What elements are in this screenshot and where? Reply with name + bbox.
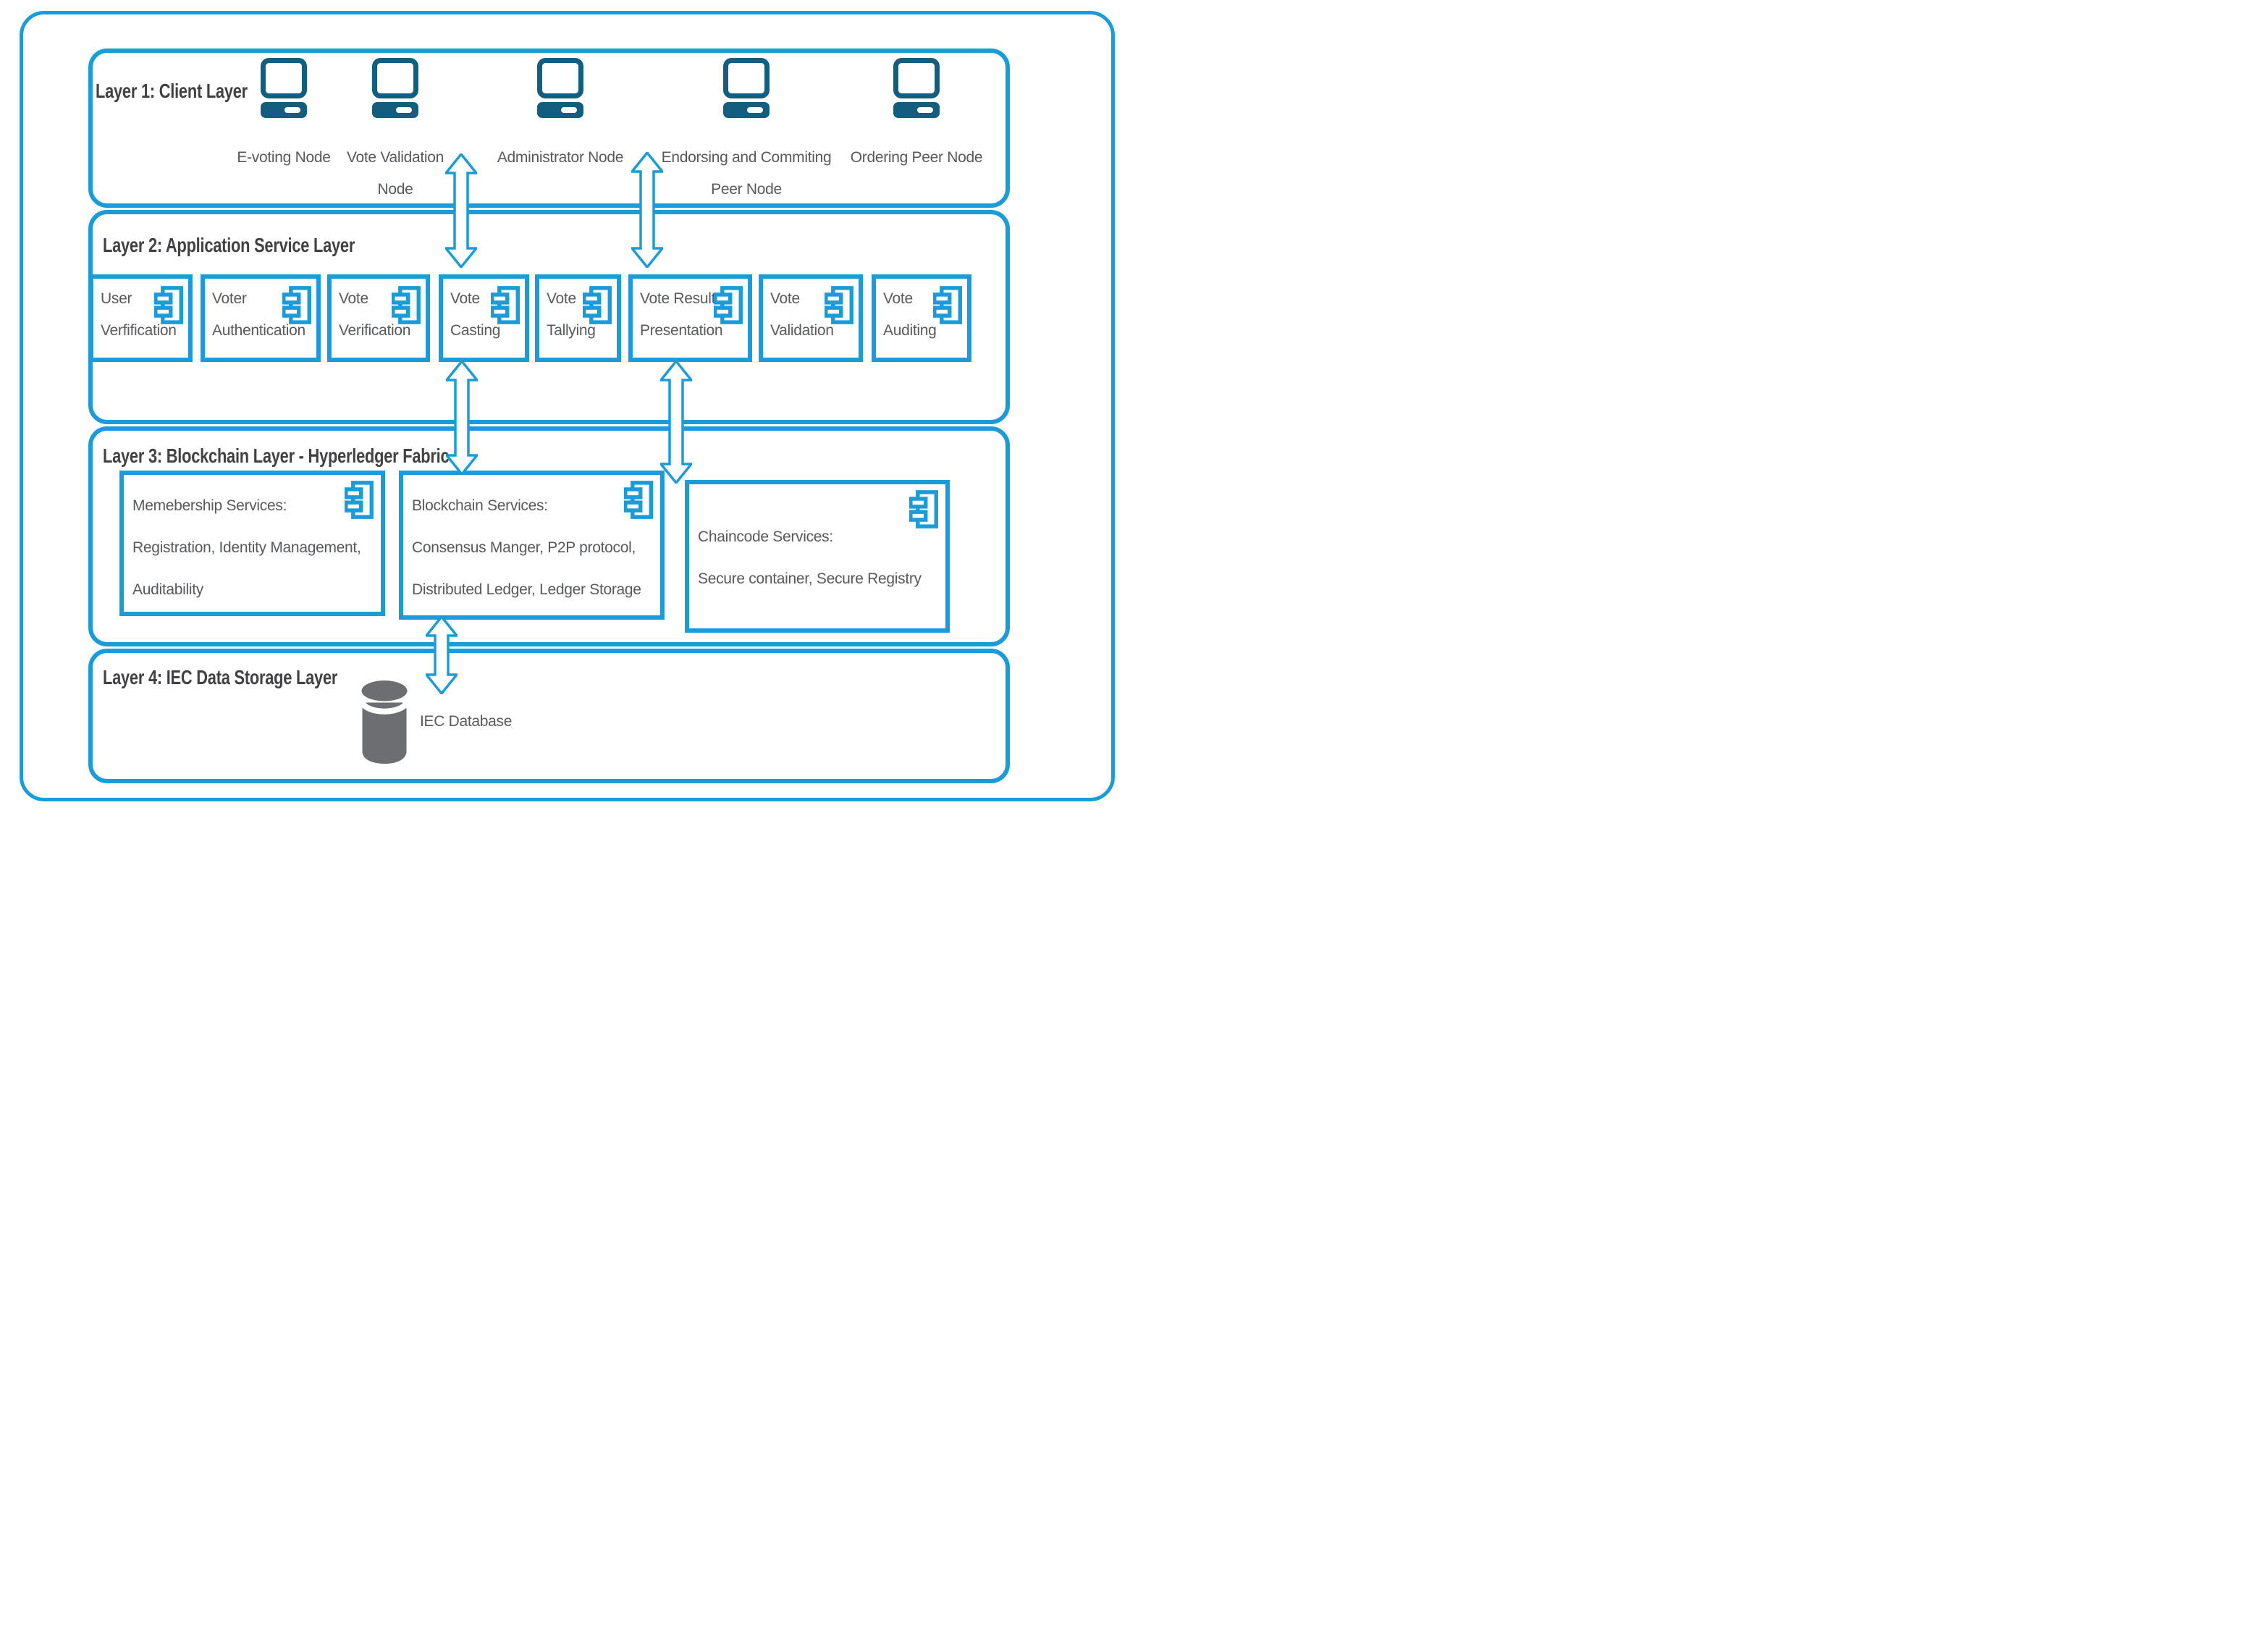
- double-arrow-layer1-layer2-left: [445, 153, 477, 268]
- uml-component-icon: [345, 481, 374, 519]
- chaincode-services-box: Chaincode Services: Secure container, Se…: [685, 480, 950, 633]
- layer-3-title: Layer 3: Blockchain Layer - Hyperledger …: [103, 444, 450, 467]
- double-arrow-layer2-layer3-right: [660, 361, 692, 484]
- uml-component-icon: [282, 286, 311, 324]
- layer-1-title: Layer 1: Client Layer: [96, 80, 248, 102]
- membership-services-box: Memebership Services: Registration, Iden…: [119, 471, 385, 616]
- uml-component-icon: [392, 286, 421, 324]
- chaincode-services-label: Chaincode Services: Secure container, Se…: [698, 528, 922, 587]
- desktop-computer-icon: [371, 58, 419, 120]
- layer-4-title: Layer 4: IEC Data Storage Layer: [103, 666, 338, 688]
- uml-component-icon: [154, 286, 183, 324]
- layer-4-iec-data-storage-layer: [88, 649, 1010, 783]
- client-node-label-evoting: E-voting Node: [237, 149, 331, 166]
- uml-component-icon: [825, 286, 853, 324]
- double-arrow-layer3-layer4: [426, 616, 458, 694]
- blockchain-services-label: Blockchain Services: Consensus Manger, P…: [412, 497, 641, 598]
- database-label: IEC Database: [420, 713, 513, 730]
- uml-component-icon: [491, 286, 520, 324]
- client-node-label-endorsing-peer: Endorsing and Commiting Peer Node: [661, 149, 832, 198]
- membership-services-label: Memebership Services: Registration, Iden…: [132, 497, 361, 598]
- uml-component-icon: [909, 490, 938, 528]
- desktop-computer-icon: [260, 58, 308, 120]
- client-node-label-vote-validation: Vote Validation Node: [346, 149, 444, 198]
- desktop-computer-icon: [536, 58, 584, 120]
- double-arrow-layer1-layer2-right: [631, 152, 663, 268]
- uml-component-icon: [714, 286, 743, 324]
- desktop-computer-icon: [893, 58, 940, 120]
- uml-component-icon: [624, 481, 653, 519]
- blockchain-services-box: Blockchain Services: Consensus Manger, P…: [399, 471, 665, 620]
- database-cylinder-icon: [360, 679, 409, 764]
- diagram-canvas: Layer 1: Client Layer E-voting Node Vote…: [0, 0, 1134, 816]
- double-arrow-layer2-layer3-left: [446, 361, 478, 475]
- uml-component-icon: [933, 286, 962, 324]
- layer-2-title: Layer 2: Application Service Layer: [103, 234, 355, 256]
- uml-component-icon: [583, 286, 612, 324]
- client-node-label-ordering-peer: Ordering Peer Node: [850, 149, 983, 166]
- client-node-label-administrator: Administrator Node: [497, 149, 624, 166]
- desktop-computer-icon: [722, 58, 770, 120]
